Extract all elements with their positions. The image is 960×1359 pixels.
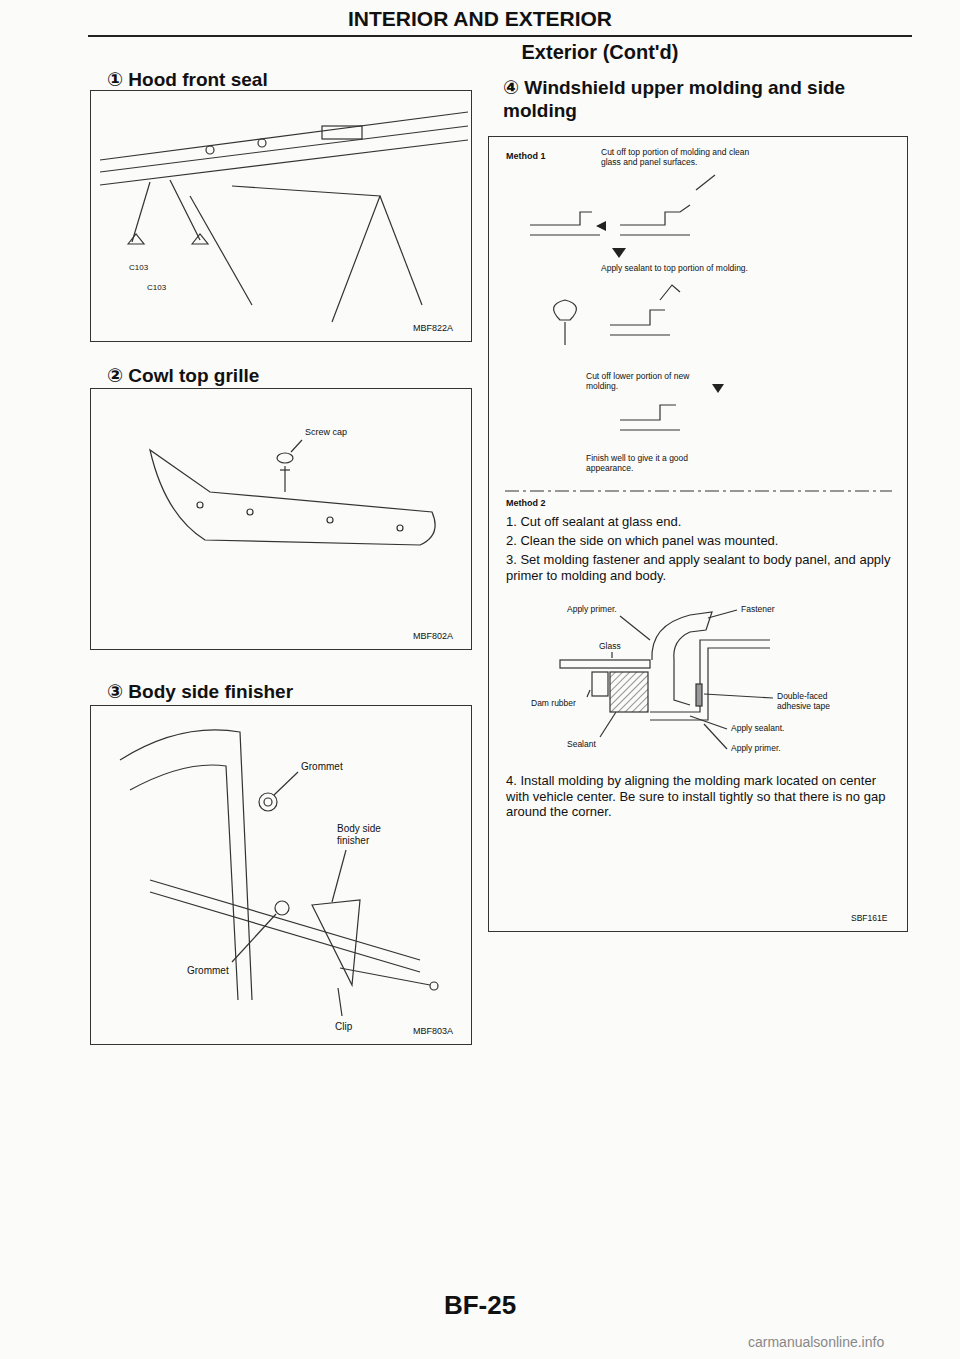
section-heading: ③ Body side finisher [107, 681, 293, 704]
section-heading: ④ Windshield upper molding and side mold… [503, 77, 903, 123]
cowl-grille-panel: ② Cowl top grilleScrew capMBF802A [90, 388, 472, 650]
part-label: Glass [599, 641, 621, 651]
part-label: Cut off top portion of molding and clean… [601, 147, 751, 167]
part-label: Method 1 [506, 151, 546, 162]
part-label: Dam rubber [531, 698, 576, 708]
part-label: MBF803A [413, 1026, 453, 1037]
part-label: Clip [335, 1021, 352, 1033]
part-label: 3. Set molding fastener and apply sealan… [506, 552, 896, 583]
part-label: Method 2 [506, 498, 546, 509]
part-label: Double-faced adhesive tape [777, 691, 857, 711]
part-label: Finish well to give it a good appearance… [586, 453, 726, 473]
part-label: 2. Clean the side on which panel was mou… [506, 533, 896, 549]
part-label: Apply primer. [567, 604, 617, 614]
molding-panel: ④ Windshield upper molding and side mold… [488, 136, 908, 932]
part-label: Grommet [187, 965, 229, 977]
part-label: 4. Install molding by aligning the moldi… [506, 773, 891, 820]
section-heading: ① Hood front seal [107, 69, 268, 92]
grille-sketch [150, 440, 435, 545]
part-label: Screw cap [305, 427, 347, 438]
page-number: BF-25 [444, 1290, 516, 1321]
part-label: 1. Cut off sealant at glass end. [506, 514, 896, 530]
part-label: Apply sealant. [731, 723, 784, 733]
part-label: C103 [147, 283, 166, 293]
hood-sketch [100, 112, 468, 322]
part-label: MBF802A [413, 631, 453, 642]
step-arrows [596, 221, 724, 393]
part-label: MBF822A [413, 323, 453, 334]
method1-sketch [530, 175, 715, 430]
part-label: SBF161E [851, 913, 887, 923]
section-subheading: Exterior (Cont'd) [522, 40, 679, 64]
finisher-panel: ③ Body side finisherGrommetBody side fin… [90, 705, 472, 1045]
watermark: carmanualsonline.info [748, 1334, 884, 1351]
hood-seal-panel: ① Hood front sealC103C103MBF822A [90, 90, 472, 342]
part-label: Cut off lower portion of new molding. [586, 371, 706, 391]
part-label: Fastener [741, 604, 775, 614]
part-label: Sealant [567, 739, 596, 749]
part-label: Body side finisher [337, 823, 407, 847]
header-rule [88, 35, 912, 37]
finisher-sketch [120, 730, 438, 1016]
part-label: Apply sealant to top portion of molding. [601, 263, 751, 273]
part-label: Apply primer. [731, 743, 781, 753]
part-label: C103 [129, 263, 148, 273]
method-divider [505, 491, 892, 492]
section-heading: ② Cowl top grille [107, 365, 259, 388]
part-label: Grommet [301, 761, 343, 773]
page-header: INTERIOR AND EXTERIOR [348, 6, 612, 31]
